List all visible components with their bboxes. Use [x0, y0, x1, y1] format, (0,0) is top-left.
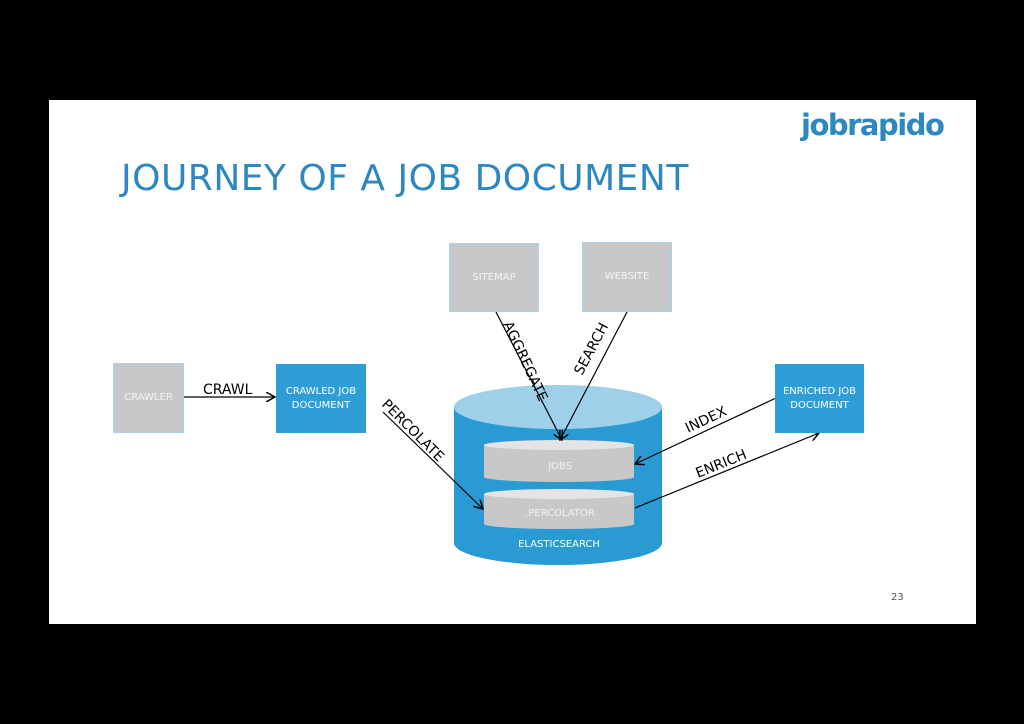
sitemap-box[interactable]: SITEMAP	[449, 243, 539, 312]
page-number: 23	[891, 592, 904, 603]
website-box[interactable]: WEBSITE	[582, 242, 672, 312]
crawler-box[interactable]: CRAWLER	[113, 363, 184, 433]
aggregate-arrow	[495, 311, 562, 440]
enrich-label: ENRICH	[694, 447, 750, 482]
enriched-job-document-box[interactable]: ENRICHED JOB DOCUMENT	[775, 364, 864, 433]
index-label: INDEX	[683, 403, 730, 436]
diagram-canvas: JOBS .PERCOLATOR ELASTICSEARCH CRAWL PER…	[184, 311, 976, 565]
crawler-label: CRAWLER	[124, 392, 173, 403]
percolate-arrow	[382, 411, 483, 509]
enriched-job-document-label: ENRICHED JOB DOCUMENT	[782, 385, 857, 411]
search-label: SEARCH	[571, 320, 612, 378]
elasticsearch-label: ELASTICSEARCH	[518, 539, 600, 550]
jobrapido-logo: jobrapido	[801, 108, 945, 142]
crawled-job-document-box[interactable]: CRAWLED JOB DOCUMENT	[276, 364, 366, 433]
crawled-job-document-label: CRAWLED JOB DOCUMENT	[285, 385, 357, 411]
index-arrow	[635, 397, 777, 464]
elasticsearch-cylinder: JOBS .PERCOLATOR ELASTICSEARCH	[454, 385, 662, 565]
cylinder-top	[454, 385, 662, 429]
percolator-index-disk[interactable]	[484, 489, 634, 529]
search-arrow	[560, 311, 628, 440]
slide-title: JOURNEY OF A JOB DOCUMENT	[121, 158, 689, 199]
sitemap-label: SITEMAP	[472, 271, 516, 283]
crawl-label: CRAWL	[203, 382, 253, 398]
enrich-arrow	[634, 433, 819, 509]
jobs-index-disk[interactable]	[484, 440, 634, 482]
percolate-label: PERCOLATE	[378, 397, 447, 466]
percolator-label: .PERCOLATOR	[525, 508, 595, 519]
jobs-label: JOBS	[547, 461, 572, 472]
website-label: WEBSITE	[604, 271, 650, 282]
slide: jobrapido JOURNEY OF A JOB DOCUMENT JOBS…	[49, 100, 976, 624]
